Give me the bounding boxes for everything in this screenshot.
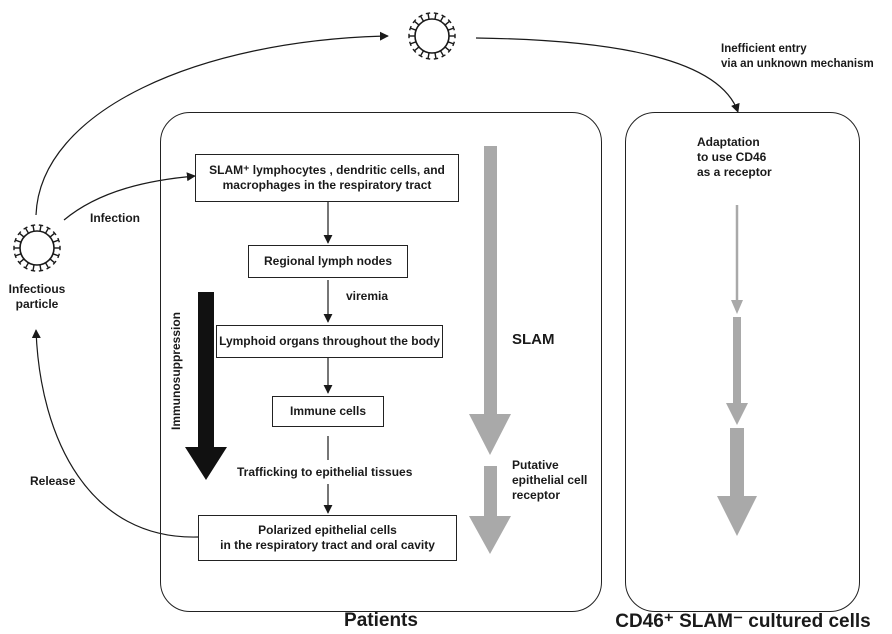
- box-immune-cells: Immune cells: [272, 396, 384, 427]
- arrow-inefficient-entry: [475, 37, 740, 113]
- label-infection: Infection: [90, 211, 140, 225]
- box-regional-lymph-nodes: Regional lymph nodes: [248, 245, 408, 278]
- adaptation-arrow-thick-shaft: [730, 428, 744, 498]
- label-cultured-cells: CD46⁺ SLAM⁻ cultured cells: [615, 611, 871, 632]
- immunosuppression-arrow: [185, 292, 227, 480]
- virus-particle-icon: [13, 224, 61, 272]
- label-adaptation: Adaptation to use CD46 as a receptor: [697, 135, 772, 179]
- arrow-to-top-particle: [35, 31, 389, 216]
- adaptation-arrow-thin-head: [731, 300, 743, 314]
- adaptation-arrow-medium-head: [726, 403, 748, 425]
- label-immunosuppression: Immunosuppression: [169, 312, 183, 431]
- virus-particle-icon: [408, 12, 456, 60]
- label-viremia: viremia: [346, 289, 389, 303]
- label-putative-receptor: Putative epithelial cell receptor: [512, 458, 588, 502]
- box-epithelial-cells: Polarized epithelial cells in the respir…: [198, 515, 457, 561]
- box-lymphoid-organs: Lymphoid organs throughout the body: [216, 325, 443, 358]
- adaptation-arrow-medium-shaft: [733, 317, 741, 405]
- label-trafficking: Trafficking to epithelial tissues: [237, 465, 413, 479]
- patients-region: [160, 112, 602, 612]
- label-infectious-particle: Infectious particle: [8, 282, 66, 311]
- arrow-infection: [63, 172, 196, 221]
- label-patients: Patients: [344, 610, 418, 631]
- slam-arrow: [469, 146, 511, 455]
- putative-receptor-arrow: [469, 466, 511, 554]
- label-release: Release: [30, 474, 76, 488]
- cultured-cells-region: [625, 112, 860, 612]
- adaptation-arrow-thick-head: [717, 496, 757, 536]
- box-slam-cells: SLAM⁺ lymphocytes , dendritic cells, and…: [195, 154, 459, 202]
- arrow-release: [31, 329, 199, 538]
- label-inefficient-entry: Inefficient entry via an unknown mechani…: [721, 43, 874, 70]
- label-slam: SLAM: [512, 331, 555, 348]
